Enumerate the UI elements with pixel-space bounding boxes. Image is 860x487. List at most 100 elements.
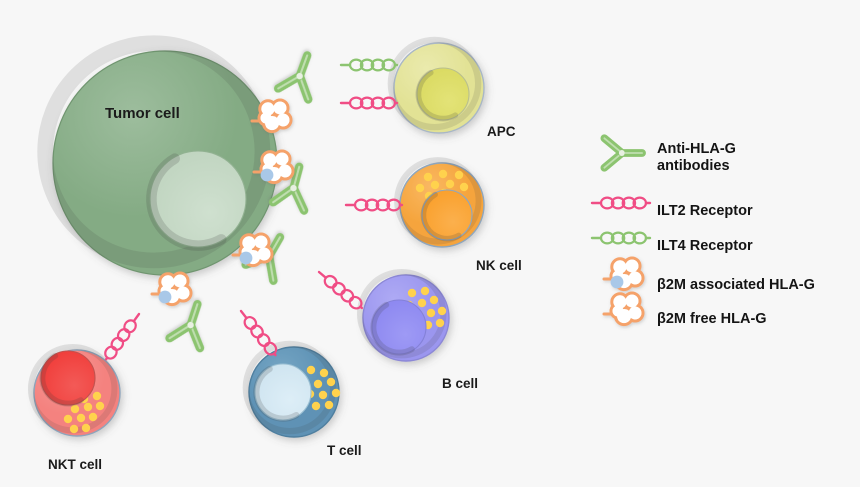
- antibody-hinge: [618, 150, 625, 156]
- granule: [445, 179, 455, 189]
- antibody-hinge: [187, 321, 194, 329]
- receptor-tail: [104, 356, 109, 361]
- cell-bcell: [356, 268, 450, 362]
- receptor-domain: [364, 198, 380, 212]
- cell-shading: [37, 35, 271, 269]
- receptor-domain: [116, 328, 131, 343]
- antibody-arm: [600, 134, 625, 156]
- cell-nucleus: [40, 350, 96, 406]
- nucleus-shading: [420, 191, 462, 242]
- granule: [407, 288, 417, 298]
- cell-shading: [242, 340, 337, 435]
- granule: [95, 401, 105, 411]
- receptor-domain: [599, 196, 615, 210]
- antibodies-layer: [165, 51, 313, 353]
- ilt4-receptor-icon: [590, 231, 652, 245]
- receptor-domain: [123, 319, 137, 334]
- hlag-hlag-1-beta2m-free: [250, 98, 293, 134]
- antibody-ab-1: [273, 51, 313, 104]
- cell-tcell: [242, 340, 341, 438]
- antibody-icon: [600, 134, 646, 172]
- legend-hlag-b2m: [602, 256, 645, 292]
- hlag-body: [238, 232, 274, 268]
- receptor-ilt2-nk: [344, 198, 404, 212]
- receptor-stem: [239, 309, 248, 320]
- cell-nkt: [27, 343, 121, 437]
- hlag-hlag-3-beta2m-associated: [231, 232, 274, 268]
- cell-apc: [387, 36, 485, 134]
- beta2m-subunit: [610, 275, 624, 289]
- cell-nucleus: [416, 67, 470, 121]
- granule: [326, 377, 336, 387]
- granule: [70, 404, 80, 414]
- granule: [429, 295, 439, 305]
- hlag-body: [157, 271, 193, 307]
- hlag-body: [609, 291, 645, 327]
- hlag-beta2m-icon: [602, 256, 645, 292]
- receptor-domain: [375, 198, 391, 212]
- granule: [311, 401, 321, 411]
- granule: [324, 400, 334, 410]
- legend-ilt4: [590, 231, 652, 245]
- granule: [415, 183, 425, 193]
- hlag-free-icon: [602, 291, 645, 327]
- antibody-ab-2: [268, 162, 309, 215]
- granule: [459, 182, 469, 192]
- nucleus-shading: [39, 352, 84, 407]
- receptor-ilt2-nkt: [104, 312, 141, 361]
- receptor-tail: [273, 352, 277, 357]
- receptor-domain: [610, 231, 626, 245]
- receptor-domain: [353, 198, 369, 212]
- cell-nucleus: [254, 363, 312, 421]
- receptor-domain: [110, 336, 125, 351]
- granule: [88, 412, 98, 422]
- granule: [81, 423, 91, 433]
- granule: [435, 318, 445, 328]
- receptor-domain: [348, 96, 364, 110]
- antibody-arm: [600, 150, 625, 172]
- receptor-ilt2-bcell: [317, 270, 364, 310]
- receptor-domain: [621, 231, 637, 245]
- granule: [92, 391, 102, 401]
- granule: [430, 180, 440, 190]
- antibody-hinge: [290, 184, 297, 192]
- receptor-domain: [370, 58, 386, 72]
- legend-layer: [590, 134, 652, 327]
- granule: [313, 379, 323, 389]
- receptor-domain: [348, 58, 364, 72]
- granule: [437, 306, 447, 316]
- granule: [319, 368, 329, 378]
- receptor-domain: [359, 96, 375, 110]
- granule: [420, 286, 430, 296]
- receptor-tail: [359, 305, 364, 310]
- receptor-stem: [132, 312, 141, 323]
- hlag-hlag-2-beta2m-associated: [252, 149, 295, 185]
- cell-nucleus: [371, 299, 427, 355]
- ilt2-receptor-icon: [590, 196, 652, 210]
- receptor-ilt4-apc: [339, 58, 399, 72]
- receptor-ilt2-apc: [339, 96, 399, 110]
- beta2m-subunit: [158, 290, 172, 304]
- legend-ilt2: [590, 196, 652, 210]
- hlag-body: [257, 98, 293, 134]
- cell-shading: [387, 36, 482, 131]
- granule: [83, 402, 93, 412]
- receptor-domain: [256, 333, 271, 348]
- receptor-stem: [317, 270, 328, 279]
- receptor-domain: [323, 274, 338, 289]
- granule: [423, 172, 433, 182]
- nucleus-shading: [370, 301, 415, 356]
- receptors-layer: [104, 58, 404, 361]
- receptor-domain: [359, 58, 375, 72]
- hlag-molecules-layer: [150, 98, 295, 307]
- receptor-domain: [340, 288, 355, 303]
- legend-hlag-free: [602, 291, 645, 327]
- nucleus-shading: [415, 69, 459, 122]
- granule: [76, 413, 86, 423]
- receptor-domain: [331, 281, 346, 296]
- granule: [306, 365, 316, 375]
- granule: [331, 388, 341, 398]
- receptor-domain: [243, 315, 258, 330]
